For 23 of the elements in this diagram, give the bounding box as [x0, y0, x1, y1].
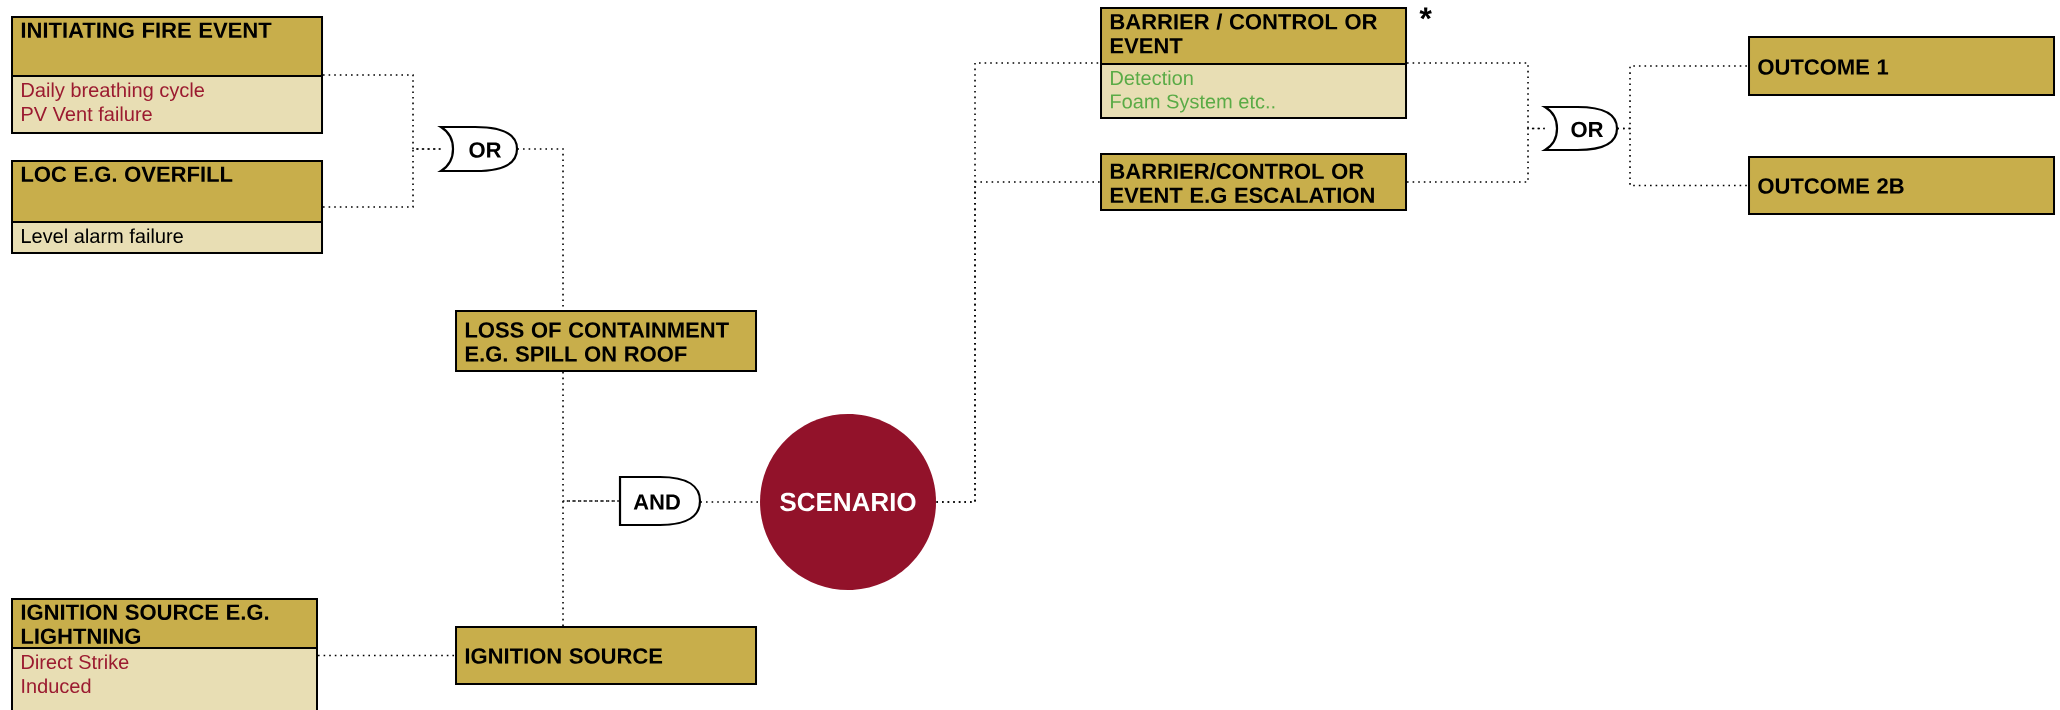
event-box: LOSS OF CONTAINMENT E.G. SPILL ON ROOF [455, 310, 757, 372]
or-gate: OR [439, 125, 519, 173]
event-box: BARRIER/CONTROL OR EVENT E.G ESCALATION [1100, 153, 1407, 211]
connector-line [317, 654, 456, 657]
asterisk: * [1419, 7, 1432, 20]
connector-line [322, 74, 442, 150]
event-box: INITIATING FIRE EVENT Daily breathing cycle PV Vent failure [10, 16, 323, 134]
event-box: IGNITION SOURCE E.G. LIGHTNING Direct Strike Induced [10, 598, 318, 710]
event-box: OUTCOME 1 [1748, 36, 2055, 96]
or-gate: OR [1543, 105, 1619, 152]
connector-line [562, 371, 621, 502]
event-box: BARRIER / CONTROL OR EVENT Detection Foam System etc.. [1099, 7, 1407, 119]
connector-line [1406, 127, 1546, 183]
connector-line [1406, 62, 1546, 130]
event-box: LOC E.G. OVERFILL Level alarm failure [10, 160, 323, 254]
event-box: OUTCOME 2B [1748, 156, 2055, 215]
connector-line [1616, 127, 1749, 187]
connector-line [322, 148, 442, 208]
connector-line [699, 501, 761, 503]
and-gate: AND [618, 475, 702, 527]
connector-line [562, 500, 621, 627]
event-box: IGNITION SOURCE [455, 626, 757, 685]
connector-line [935, 181, 1101, 503]
